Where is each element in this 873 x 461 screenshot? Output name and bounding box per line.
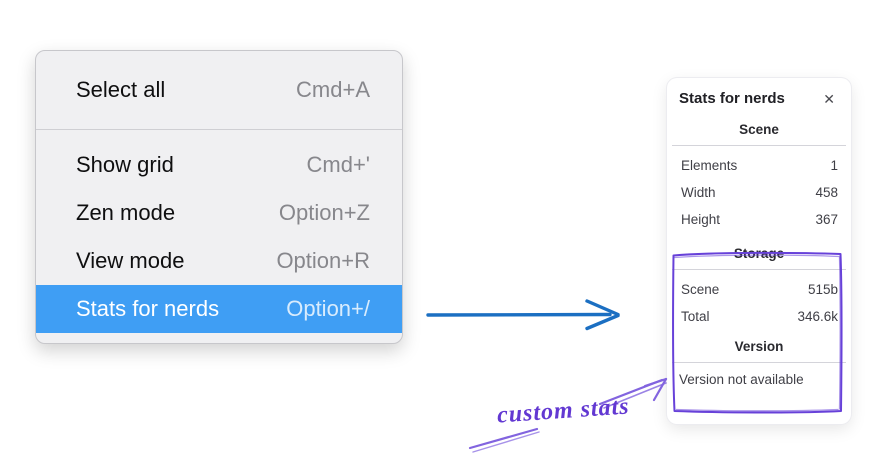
menu-item-shortcut: Option+/ (286, 296, 370, 321)
menu-item-label: Show grid (76, 152, 174, 177)
spacer (667, 233, 851, 245)
stat-row: Total 346.6k (667, 303, 851, 330)
annotation-arrow (468, 377, 668, 453)
panel-title: Stats for nerds (679, 90, 785, 107)
menu-item-label: Select all (76, 77, 166, 102)
menu-item-label: Stats for nerds (76, 296, 220, 321)
stat-value: 515b (807, 282, 838, 297)
stat-label: Height (681, 212, 721, 227)
stat-row: Width 458 (667, 179, 851, 206)
menu-item-shortcut: Cmd+' (306, 152, 371, 177)
section-heading: Version (734, 339, 784, 354)
menu-item-view-mode[interactable]: View mode Option+R (36, 237, 402, 285)
divider (672, 145, 846, 146)
section-storage: Storage Scene 515b Total 346.6k (667, 245, 851, 330)
stats-panel-header: Stats for nerds ✕ (667, 78, 851, 107)
menu-item-zen-mode[interactable]: Zen mode Option+Z (36, 189, 402, 237)
menu-item-select-all[interactable]: Select all Cmd+A (36, 66, 402, 114)
menu-item-label: View mode (76, 248, 185, 273)
menu-item-show-grid[interactable]: Show grid Cmd+' (36, 141, 402, 189)
divider (672, 269, 846, 270)
stat-value: 1 (830, 158, 838, 173)
menu-divider (36, 129, 402, 130)
context-menu: Select all Cmd+A Show grid Cmd+' Zen mod… (35, 50, 403, 344)
menu-item-shortcut: Option+Z (278, 200, 370, 225)
stat-row: Scene 515b (667, 276, 851, 303)
menu-item-shortcut: Option+R (276, 248, 370, 273)
stat-value: 367 (815, 212, 838, 227)
section-heading: Storage (733, 246, 785, 261)
close-icon[interactable]: ✕ (823, 90, 835, 107)
menu-item-shortcut: Cmd+A (296, 77, 370, 102)
section-heading: Scene (739, 122, 779, 137)
stat-row: Elements 1 (667, 152, 851, 179)
stat-label: Elements (681, 158, 738, 173)
spacer (667, 330, 851, 338)
pointer-arrow (426, 299, 620, 331)
stat-value: 346.6k (797, 309, 838, 324)
stat-label: Scene (681, 282, 720, 297)
stat-label: Total (681, 309, 710, 324)
stat-label: Width (681, 185, 716, 200)
section-scene: Scene Elements 1 Width 458 Height 367 (667, 121, 851, 233)
version-note: Version not available (679, 372, 804, 387)
section-version: Version Version not available (667, 338, 851, 390)
menu-group: Show grid Cmd+' Zen mode Option+Z View m… (36, 130, 402, 343)
stats-panel: Stats for nerds ✕ Scene Elements 1 Width… (667, 78, 851, 424)
menu-group: Select all Cmd+A (36, 51, 402, 129)
menu-item-label: Zen mode (76, 200, 176, 225)
stat-row: Height 367 (667, 206, 851, 233)
stat-value: 458 (815, 185, 838, 200)
menu-item-stats-for-nerds[interactable]: Stats for nerds Option+/ (36, 285, 402, 333)
